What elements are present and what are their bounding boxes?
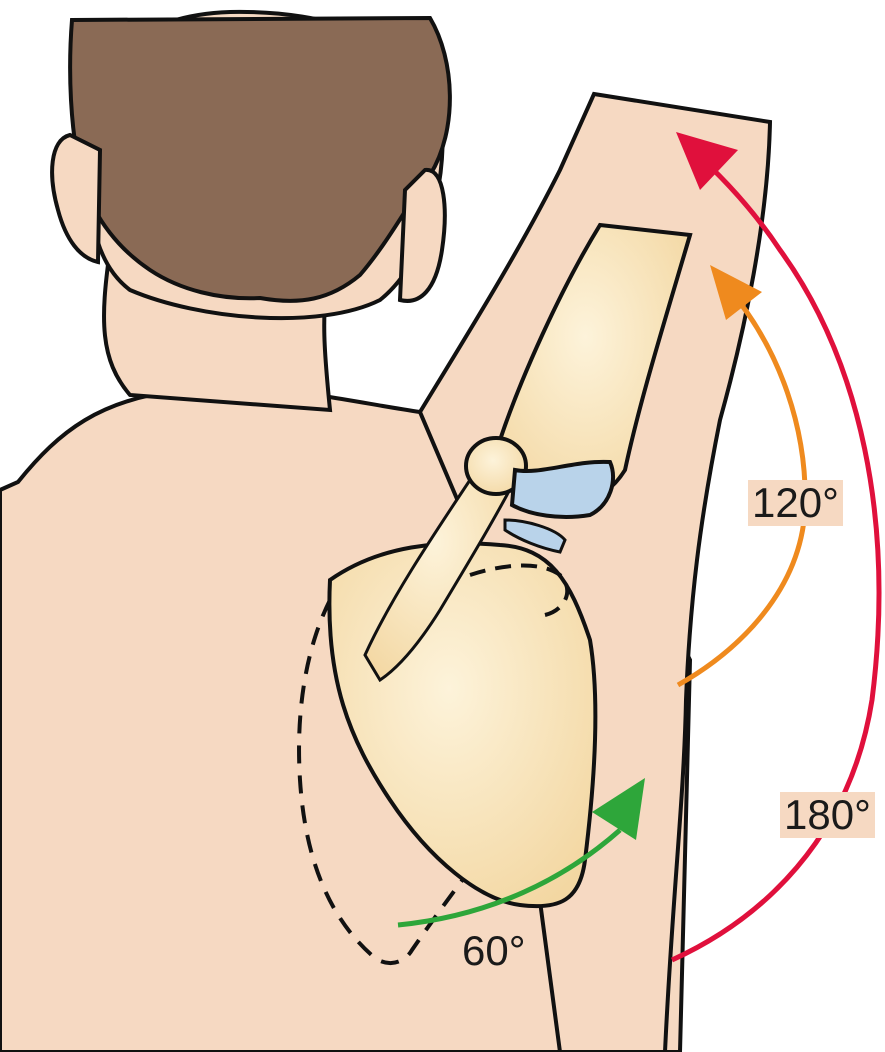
angle-label-180: 180° — [780, 792, 875, 838]
humeral-head-cartilage — [512, 462, 613, 517]
angle-label-120: 120° — [748, 480, 843, 526]
right-ear — [400, 170, 445, 301]
left-ear — [52, 135, 100, 262]
angle-label-60: 60° — [458, 928, 530, 974]
